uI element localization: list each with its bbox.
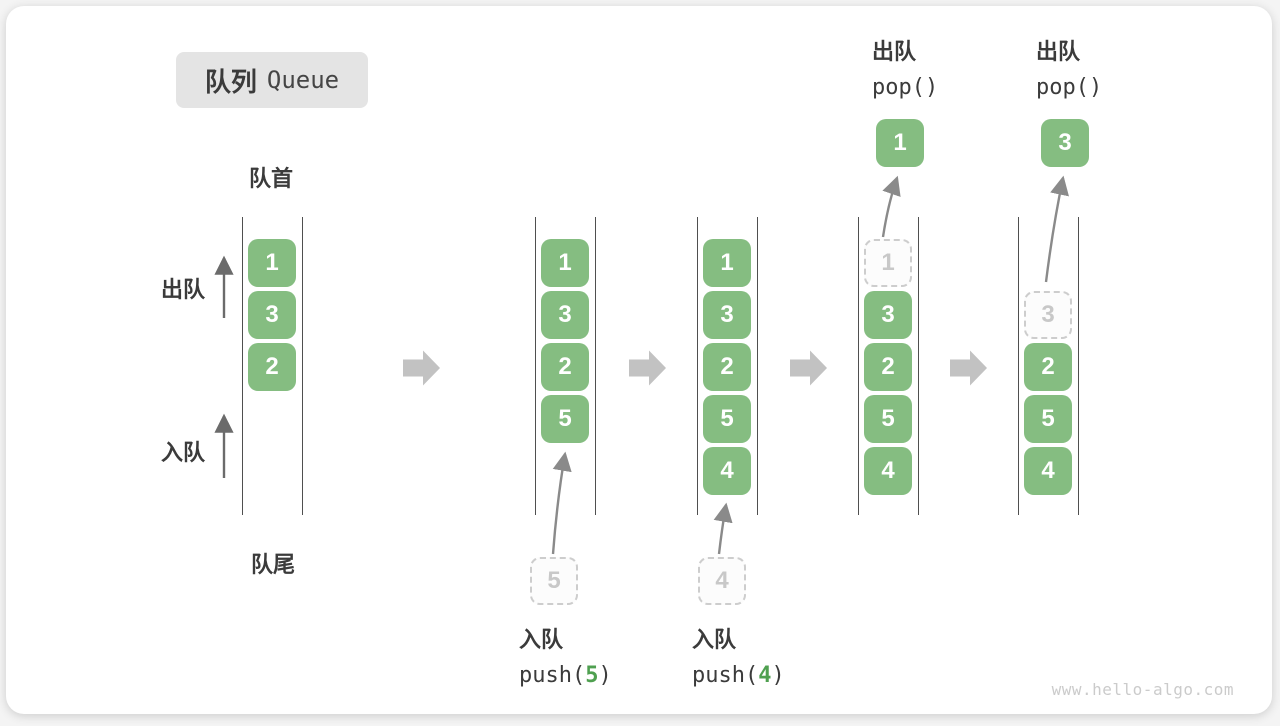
- pop2-label: 出队 pop(): [1036, 34, 1102, 106]
- title-en: Queue: [266, 66, 340, 94]
- queue-state-4: 1 3 2 5 4: [858, 217, 919, 515]
- push5-arg: 5: [585, 663, 599, 688]
- queue-state-1: 1 3 2: [242, 217, 303, 515]
- state-transition-arrow: [629, 350, 666, 386]
- queue-cell: 3: [541, 291, 589, 339]
- pop1-label-code: pop(): [872, 75, 939, 100]
- dequeue-side-label: 出队: [161, 277, 206, 302]
- staged-cell-5: 5: [530, 557, 578, 605]
- queue-cell: 4: [703, 447, 751, 495]
- queue-state-2: 1 3 2 5: [535, 217, 596, 515]
- queue-state-5: 3 2 5 4: [1018, 217, 1079, 515]
- queue-cell: 5: [864, 395, 912, 443]
- figure-canvas: 队列 Queue 队首 队尾 出队 入队 1 3 2 1 3 2 5 1 3 2…: [6, 6, 1272, 714]
- popped-cell-3: 3: [1041, 119, 1089, 167]
- queue-cell-removed: 3: [1024, 291, 1072, 339]
- watermark: www.hello-algo.com: [1051, 680, 1234, 699]
- queue-cell-removed: 1: [864, 239, 912, 287]
- queue-cell: 1: [248, 239, 296, 287]
- arrows-layer: [214, 175, 1069, 555]
- queue-cell: 4: [864, 447, 912, 495]
- pop2-label-code: pop(): [1036, 75, 1103, 100]
- pop1-label: 出队 pop(): [872, 34, 938, 106]
- queue-state-3: 1 3 2 5 4: [697, 217, 758, 515]
- push4-arg: 4: [758, 663, 772, 688]
- push5-label-code: push(5): [519, 663, 612, 688]
- queue-cell: 1: [703, 239, 751, 287]
- queue-cell: 5: [1024, 395, 1072, 443]
- queue-cell: 2: [1024, 343, 1072, 391]
- queue-cell: 2: [864, 343, 912, 391]
- queue-cell: 2: [541, 343, 589, 391]
- queue-cell: 5: [541, 395, 589, 443]
- title-zh: 队列: [204, 66, 257, 97]
- queue-front-label: 队首: [249, 166, 294, 191]
- queue-cell: 3: [248, 291, 296, 339]
- push4-label: 入队 push(4): [692, 622, 785, 694]
- queue-cell: 2: [703, 343, 751, 391]
- queue-cell: 1: [541, 239, 589, 287]
- pop2-label-zh: 出队: [1036, 39, 1081, 64]
- push5-label: 入队 push(5): [519, 622, 612, 694]
- figure-title: 队列 Queue: [176, 52, 368, 108]
- popped-cell-1: 1: [876, 119, 924, 167]
- push4-label-code: push(4): [692, 663, 785, 688]
- push4-label-zh: 入队: [692, 627, 737, 652]
- queue-cell: 5: [703, 395, 751, 443]
- staged-cell-4: 4: [698, 557, 746, 605]
- enqueue-side-label: 入队: [161, 440, 206, 465]
- queue-cell: 3: [703, 291, 751, 339]
- pop1-label-zh: 出队: [872, 39, 917, 64]
- state-transition-arrow: [950, 350, 987, 386]
- queue-cell: 4: [1024, 447, 1072, 495]
- state-transition-arrow: [403, 350, 440, 386]
- state-transition-arrow: [790, 350, 827, 386]
- queue-cell: 2: [248, 343, 296, 391]
- queue-rear-label: 队尾: [251, 552, 296, 577]
- queue-cell: 3: [864, 291, 912, 339]
- push5-label-zh: 入队: [519, 627, 564, 652]
